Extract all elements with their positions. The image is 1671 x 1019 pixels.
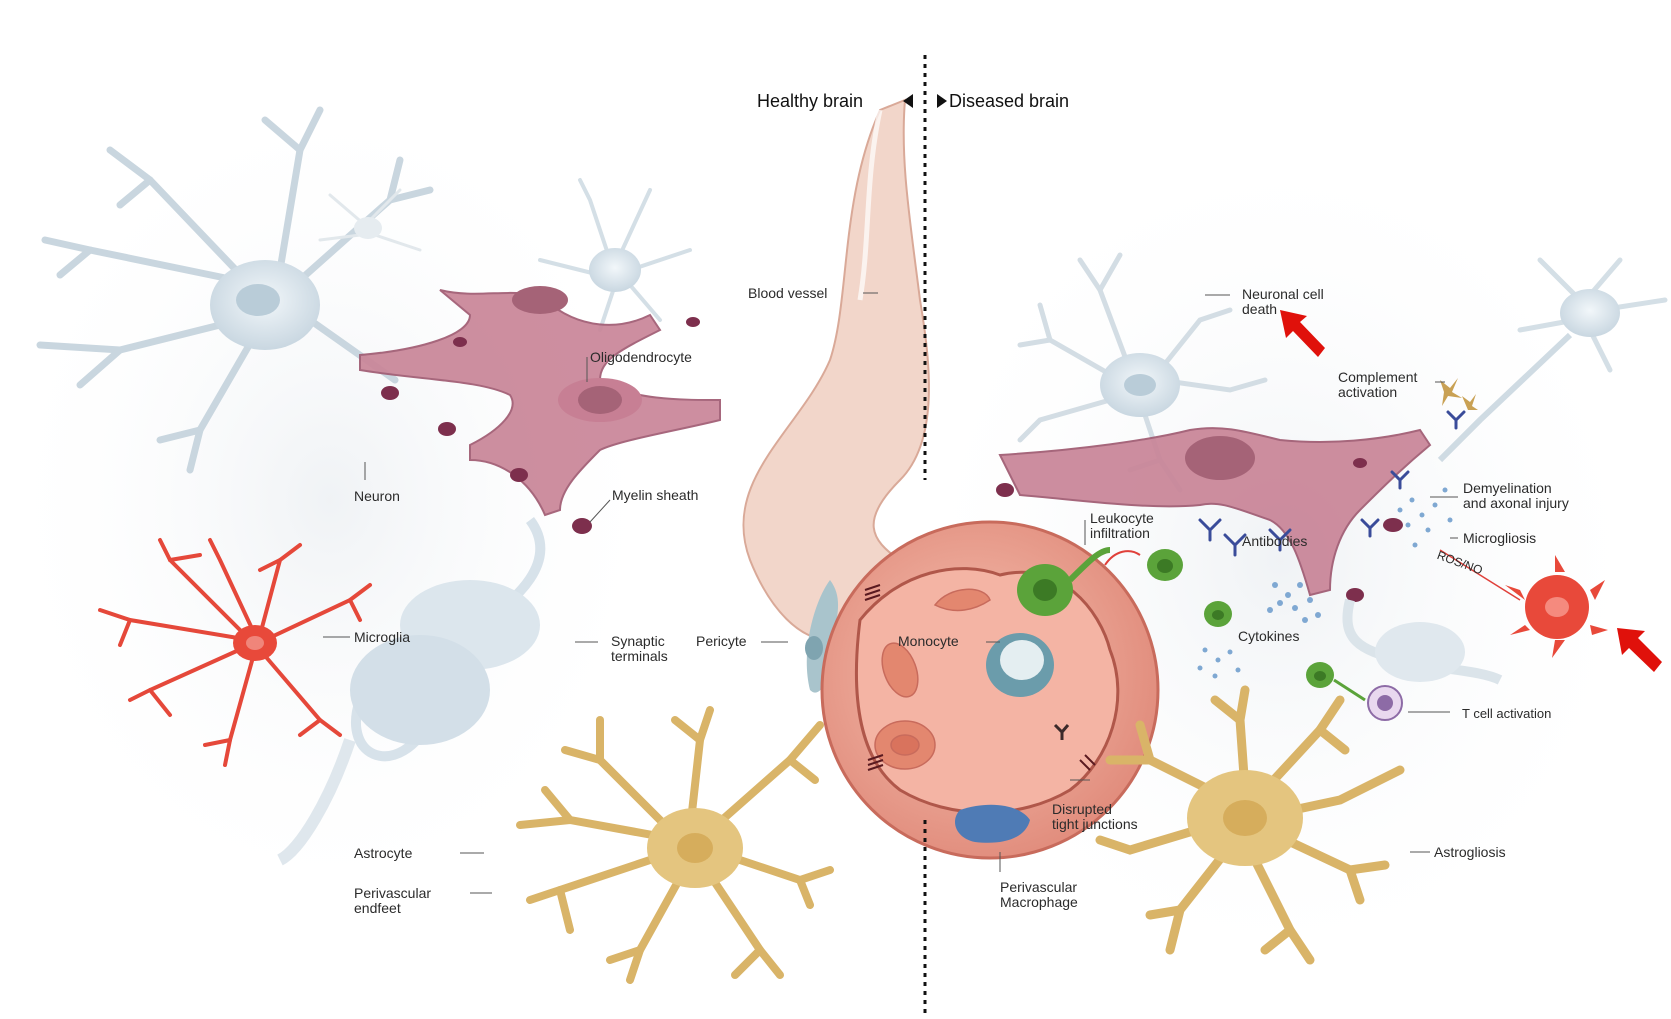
astrocyte-reactive-nucleus	[1223, 800, 1267, 836]
label-pericyte: Pericyte	[696, 634, 747, 649]
leukocyte-outside-nucleus	[1157, 559, 1173, 573]
neuron-small-top-body	[589, 248, 641, 292]
label-neuron: Neuron	[354, 489, 400, 504]
synaptic-terminal-diseased	[1375, 622, 1465, 682]
oligodendrocyte-left-nucleus	[578, 386, 622, 414]
label-leukocyte-infiltration: Leukocyte infiltration	[1090, 511, 1154, 541]
label-microgliosis: Microgliosis	[1463, 531, 1536, 546]
t-cell-nucleus	[1377, 695, 1393, 711]
microglia-healthy-nucleus	[246, 636, 264, 650]
leukocyte-infiltrating-nucleus	[1033, 579, 1057, 601]
label-astrocyte: Astrocyte	[354, 846, 412, 861]
label-synaptic-terminals: Synaptic terminals	[611, 634, 668, 664]
label-astrogliosis: Astrogliosis	[1434, 845, 1506, 860]
pericyte-nucleus	[805, 636, 823, 660]
astrocyte-healthy-nucleus	[677, 833, 713, 863]
oligodendrocyte-right-nucleus	[1185, 436, 1255, 480]
label-microglia: Microglia	[354, 630, 410, 645]
label-demyelination: Demyelination and axonal injury	[1463, 481, 1569, 511]
label-neuronal-cell-death: Neuronal cell death	[1242, 287, 1324, 317]
label-t-cell-activation: T cell activation	[1462, 706, 1551, 721]
monocyte-nucleus	[1000, 640, 1044, 680]
label-perivascular-endfeet: Perivascular endfeet	[354, 886, 431, 916]
leukocyte-cytokine-nucleus	[1212, 610, 1224, 620]
label-antibodies: Antibodies	[1242, 534, 1307, 549]
label-monocyte: Monocyte	[898, 634, 959, 649]
diseased-brain-label: Diseased brain	[949, 91, 1069, 111]
label-disrupted-tight-junctions: Disrupted tight junctions	[1052, 802, 1138, 832]
label-cytokines: Cytokines	[1238, 629, 1299, 644]
label-perivascular-macrophage: Perivascular Macrophage	[1000, 880, 1078, 910]
neuron-right-body	[1560, 289, 1620, 337]
neuron-healthy-nucleus	[236, 284, 280, 316]
healthy-brain-label: Healthy brain	[757, 91, 863, 111]
label-oligodendrocyte: Oligodendrocyte	[590, 350, 692, 365]
label-complement-activation: Complement activation	[1338, 370, 1417, 400]
leukocyte-tcell-nucleus	[1314, 671, 1326, 681]
label-blood-vessel: Blood vessel	[748, 286, 827, 301]
neuron-dying-nucleus	[1124, 374, 1156, 396]
synaptic-terminal-2	[350, 635, 490, 745]
label-myelin-sheath: Myelin sheath	[612, 488, 698, 503]
neuron-faint-top-body	[354, 217, 382, 239]
oligodendrocyte-left-nucleus-top	[512, 286, 568, 314]
divider-arrow-right	[937, 94, 947, 108]
left-background-glow	[0, 80, 670, 920]
microglia-activated-nucleus	[1545, 597, 1569, 617]
